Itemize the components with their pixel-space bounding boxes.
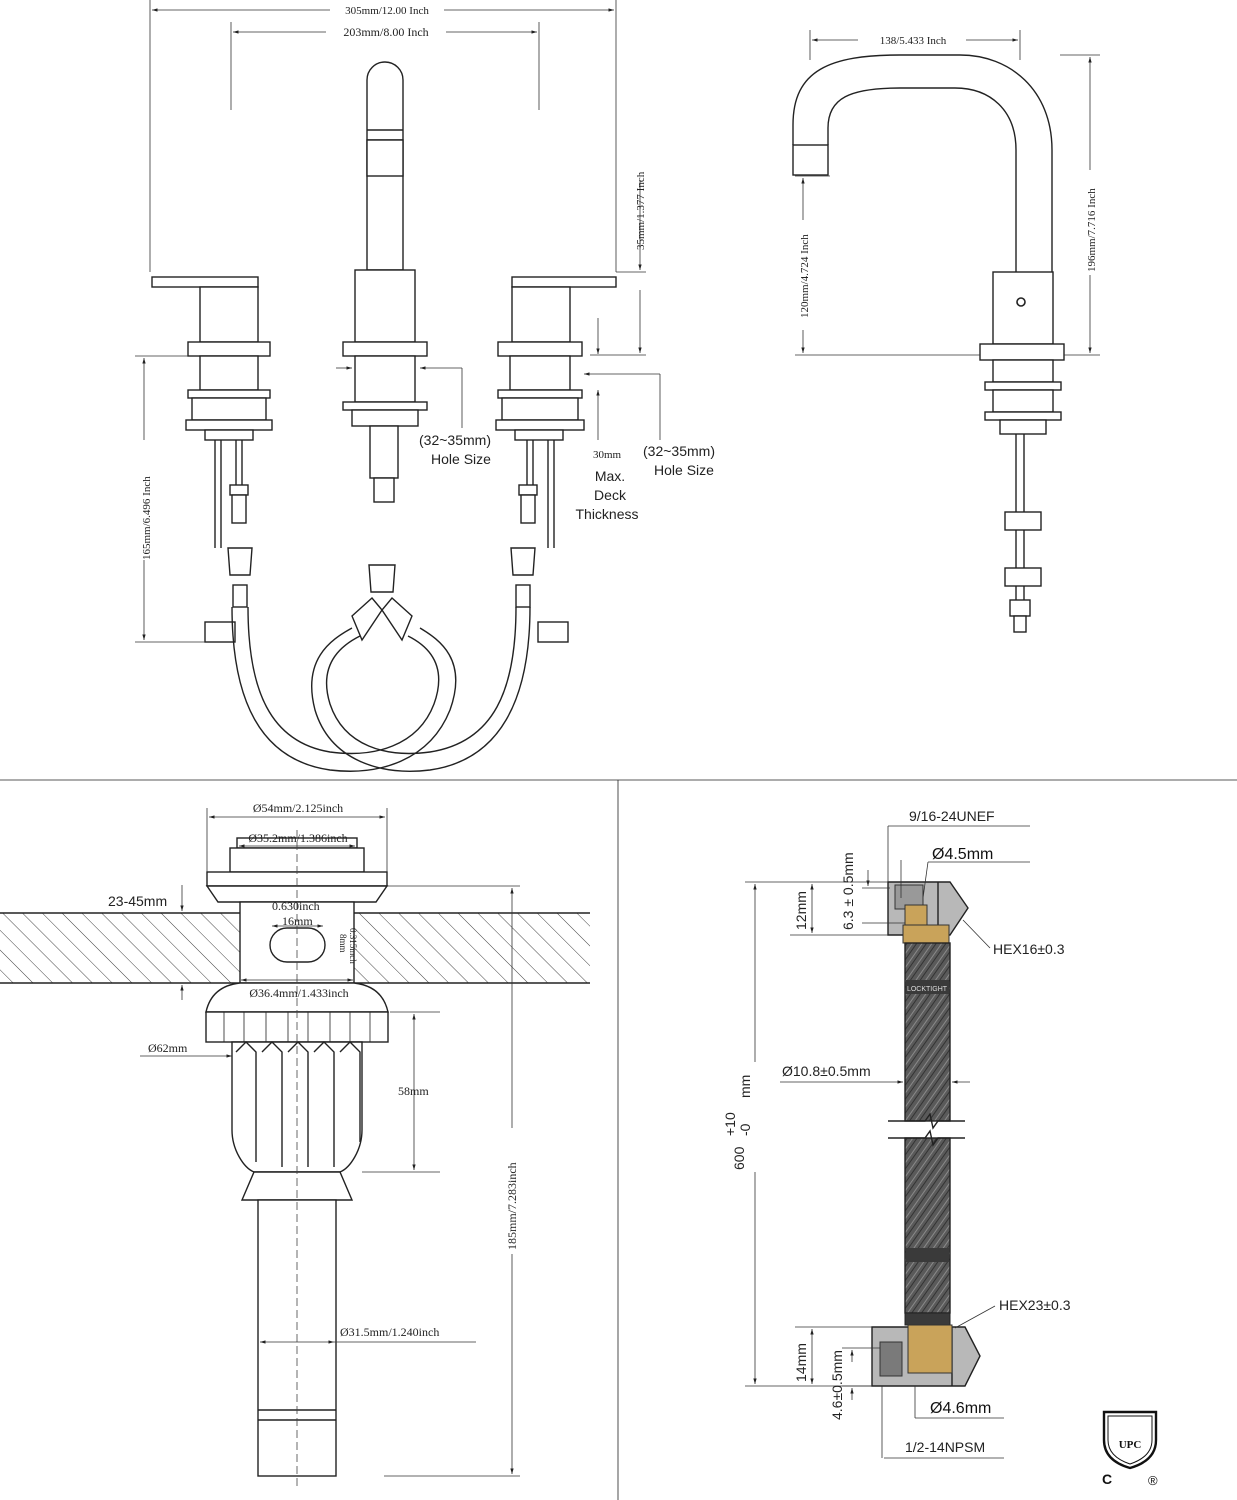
braid-print-label: LOCKTIGHT [907, 986, 948, 993]
faucet-side-view: 138/5.433 Inch 120mm/4.724 [792, 30, 1100, 633]
center-hole-size-line2: Hole Size [431, 451, 491, 467]
flange-dia-label: Ø54mm/2.125inch [253, 801, 343, 815]
neck-label: 0.630inch [272, 899, 320, 913]
deck-thickness: 30mm Max. Deck Thickness [575, 318, 639, 522]
top-nut-length-dimension: 12mm [745, 881, 888, 936]
drain-nut-lines [223, 1012, 371, 1042]
top-thread-label: 9/16-24UNEF [909, 808, 995, 824]
cap-dia-dimension: Ø35.2mm/1.386inch [239, 831, 355, 848]
slot-width-label: 16mm [282, 914, 313, 928]
top-nut-length-label: 12mm [793, 891, 809, 930]
flange-dia-dimension: Ø54mm/2.125inch [206, 801, 388, 872]
center-hole-size: (32~35mm) Hole Size [336, 366, 491, 467]
nut-dia-label: Ø62mm [148, 1041, 188, 1055]
hose-braid-lower [904, 1137, 951, 1314]
spout-reach-label: 138/5.433 Inch [880, 35, 947, 47]
bottom-nut-length-dimension: 14mm [793, 1326, 872, 1384]
right-hole-size-line2: Hole Size [654, 462, 714, 478]
supply-hose-view: LOCKTIGHT 9/16-24UNEF Ø4.5mm [722, 808, 1158, 1488]
center-spout [342, 61, 428, 503]
panel-dividers [0, 779, 1237, 1500]
slot-height-mm: 8mm [338, 934, 348, 953]
body-dia-label: Ø36.4mm/1.433inch [249, 986, 348, 1000]
below-deck-label: 165mm/6.496 Inch [141, 476, 153, 560]
total-height-label: 196mm/7.716 Inch [1086, 188, 1098, 272]
top-hex-nut [887, 881, 969, 944]
bottom-depth-label: 4.6±0.5mm [829, 1350, 845, 1420]
spout-height-dimension: 120mm/4.724 Inch [795, 175, 980, 356]
side-spout-body [792, 54, 1065, 633]
bottom-bore-label: Ø4.6mm [930, 1400, 991, 1417]
bottom-hex-nut [871, 1312, 981, 1387]
drain-assembly-view: Ø54mm/2.125inch Ø35.2mm/1.386inch 23-45m… [0, 801, 590, 1490]
total-length-dimension: 600 +10 -0 mm [722, 884, 872, 1387]
bottom-hex-label: HEX23±0.3 [999, 1297, 1071, 1313]
hose-dia-label: Ø10.8±0.5mm [782, 1063, 871, 1079]
bottom-thread-callout: 1/2-14NPSM [881, 1386, 1004, 1459]
body-dia-dimension: Ø36.4mm/1.433inch [241, 978, 353, 1000]
top-depth-dimension: 6.3 ± 0.5mm [840, 852, 905, 930]
overall-width-dimension: 305mm/12.00 Inch [152, 5, 614, 17]
total-length-base: 600 [731, 1146, 747, 1170]
cupc-certification-logo: UPC C ® [1102, 1410, 1158, 1488]
right-hole-size-line1: (32~35mm) [643, 443, 715, 459]
center-hole-size-line1: (32~35mm) [419, 432, 491, 448]
cap-dia-label: Ø35.2mm/1.386inch [248, 831, 347, 845]
slot-height-in: 0.315inch [348, 928, 358, 964]
faucet-front-view: 305mm/12.00 Inch 203mm/8.00 Inch [135, 0, 715, 772]
right-handle [495, 276, 617, 548]
cupc-registered: ® [1148, 1473, 1158, 1488]
cupc-c-letter: C [1102, 1471, 1112, 1487]
total-length-unit: mm [737, 1075, 753, 1098]
top-depth-label: 6.3 ± 0.5mm [840, 852, 856, 930]
cupc-mark-text: UPC [1119, 1439, 1142, 1451]
top-bore-label: Ø4.5mm [932, 846, 993, 863]
total-length-tol-plus: +10 [722, 1112, 738, 1136]
bottom-thread-label: 1/2-14NPSM [905, 1439, 985, 1455]
hose-break-symbol [888, 1112, 965, 1147]
overall-width-label: 305mm/12.00 Inch [345, 5, 429, 17]
bottom-bore-callout: Ø4.6mm [914, 1386, 1004, 1419]
handle-height-dimension: 35mm/1.377 Inch [590, 171, 647, 356]
spread-dimension: 203mm/8.00 Inch [233, 25, 537, 39]
tail-dia-dimension: Ø31.5mm/1.240inch [260, 1325, 476, 1344]
handle-height-label: 35mm/1.377 Inch [635, 171, 647, 250]
deck-thickness-line2: Max. [595, 468, 625, 484]
bottom-depth-dimension: 4.6±0.5mm [829, 1347, 880, 1420]
left-handle [151, 276, 273, 548]
deck-thickness-line1: 30mm [593, 449, 622, 461]
total-len-label: 185mm/7.283inch [505, 1162, 519, 1250]
hose-braid-upper [904, 942, 951, 1122]
thickness-label: 23-45mm [108, 893, 167, 909]
total-length-tol-minus: -0 [737, 1123, 753, 1136]
thickness-dimension: 23-45mm [108, 885, 184, 1000]
thread-len-dimension: 58mm [362, 1011, 440, 1173]
spread-label: 203mm/8.00 Inch [343, 25, 428, 39]
spout-reach-dimension: 138/5.433 Inch [809, 30, 1021, 60]
nut-dia-dimension: Ø62mm [140, 1041, 232, 1058]
deck-thickness-line4: Thickness [575, 506, 638, 522]
top-thread-callout: 9/16-24UNEF [887, 808, 1030, 882]
right-hole-size: (32~35mm) Hole Size [584, 372, 715, 478]
slot-dimension: 16mm 8mm 0.315inch [272, 914, 358, 964]
supply-hoses [204, 547, 569, 772]
bottom-nut-length-label: 14mm [793, 1343, 809, 1382]
spout-height-label: 120mm/4.724 Inch [799, 234, 811, 318]
top-bore-callout: Ø4.5mm [900, 846, 1030, 899]
tail-dia-label: Ø31.5mm/1.240inch [340, 1325, 439, 1339]
total-len-dimension: 185mm/7.283inch [384, 885, 520, 1477]
thread-len-label: 58mm [398, 1084, 429, 1098]
deck-thickness-line3: Deck [594, 487, 627, 503]
hose-dia-dimension: Ø10.8±0.5mm [780, 1063, 970, 1084]
top-hex-label: HEX16±0.3 [993, 941, 1065, 957]
below-deck-dimension: 165mm/6.496 Inch [135, 355, 205, 643]
drain-fins [235, 1041, 361, 1167]
top-hex-callout: HEX16±0.3 [962, 919, 1065, 957]
bottom-hex-callout: HEX23±0.3 [954, 1297, 1071, 1329]
countertop-section [0, 912, 590, 984]
total-height-dimension: 196mm/7.716 Inch [1060, 54, 1100, 356]
